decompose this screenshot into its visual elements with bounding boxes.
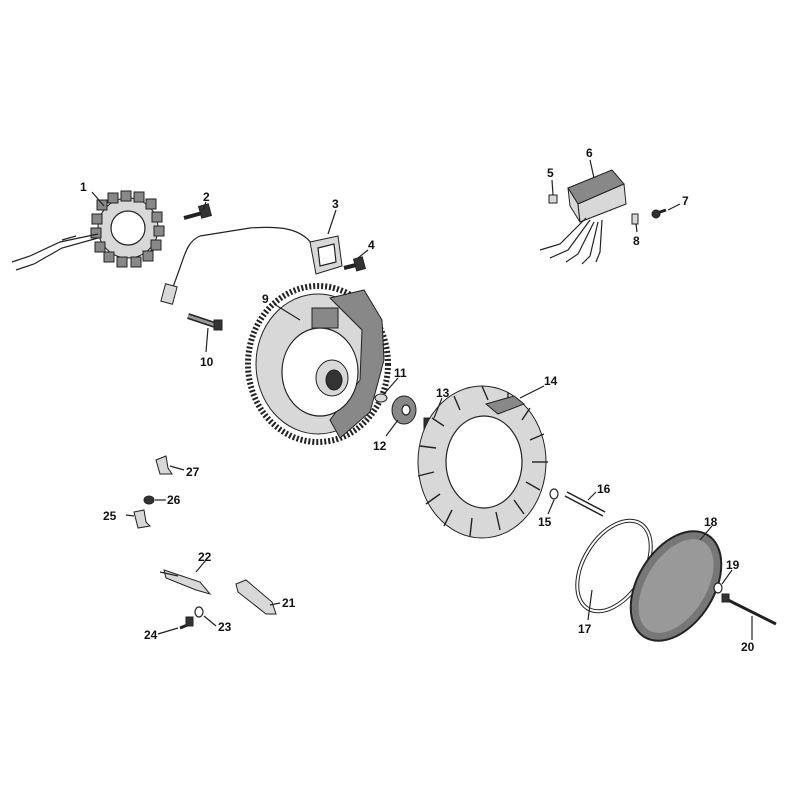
- part-label-13: 13: [436, 386, 450, 400]
- screw-part-4: [343, 256, 366, 272]
- clip-part-27: [155, 455, 173, 475]
- part-label-24: 24: [144, 628, 158, 642]
- screen-part: [629, 530, 723, 642]
- part-label-27: 27: [186, 465, 200, 479]
- washer-part-15: [549, 488, 559, 500]
- part-label-19: 19: [726, 558, 740, 572]
- rectifier-regulator-part: [539, 169, 627, 265]
- part-label-2: 2: [203, 190, 210, 204]
- nut-part-5: [548, 194, 558, 204]
- washer-part-19: [713, 582, 723, 594]
- part-label-25: 25: [103, 509, 117, 523]
- flywheel-part: [245, 283, 391, 445]
- spacer-part-8: [631, 213, 639, 225]
- stator-part: [11, 190, 165, 271]
- ignition-module-part: [160, 226, 343, 305]
- part-label-10: 10: [200, 355, 214, 369]
- part-label-12: 12: [373, 439, 387, 453]
- part-label-4: 4: [368, 238, 375, 252]
- part-label-17: 17: [578, 622, 592, 636]
- spark-plug-part: [187, 313, 223, 331]
- bracket-part-21: [235, 579, 277, 615]
- washer-part-12: [391, 395, 417, 425]
- key-part-11: [374, 393, 388, 403]
- part-label-3: 3: [332, 197, 339, 211]
- part-label-20: 20: [741, 640, 755, 654]
- screw-part-7: [651, 208, 667, 219]
- part-label-22: 22: [198, 550, 212, 564]
- washer-part-26: [143, 495, 155, 505]
- bolt-part-20: [721, 593, 777, 626]
- part-label-5: 5: [547, 166, 554, 180]
- part-label-8: 8: [633, 234, 640, 248]
- fan-part: [417, 385, 548, 539]
- terminal-part-22: [159, 569, 212, 595]
- screw-part-24: [179, 616, 194, 630]
- pin-part-16: [564, 491, 606, 517]
- bolt-part-2: [183, 203, 212, 220]
- part-label-9: 9: [262, 292, 269, 306]
- part-label-14: 14: [544, 374, 558, 388]
- clip-part-25: [133, 509, 152, 529]
- part-label-1: 1: [80, 180, 87, 194]
- part-label-18: 18: [704, 515, 718, 529]
- part-label-11: 11: [394, 366, 407, 380]
- part-label-26: 26: [167, 493, 181, 507]
- part-labels: 1 2 3 4 5 6 7 8 9 10 11 12 13 14 15 16 1…: [80, 146, 755, 654]
- part-label-23: 23: [218, 620, 232, 634]
- part-label-7: 7: [682, 194, 689, 208]
- washer-part-23: [194, 606, 204, 618]
- part-label-16: 16: [597, 482, 611, 496]
- part-label-6: 6: [586, 146, 593, 160]
- part-label-15: 15: [538, 515, 552, 529]
- part-label-21: 21: [282, 596, 296, 610]
- leader-lines: [91, 159, 753, 640]
